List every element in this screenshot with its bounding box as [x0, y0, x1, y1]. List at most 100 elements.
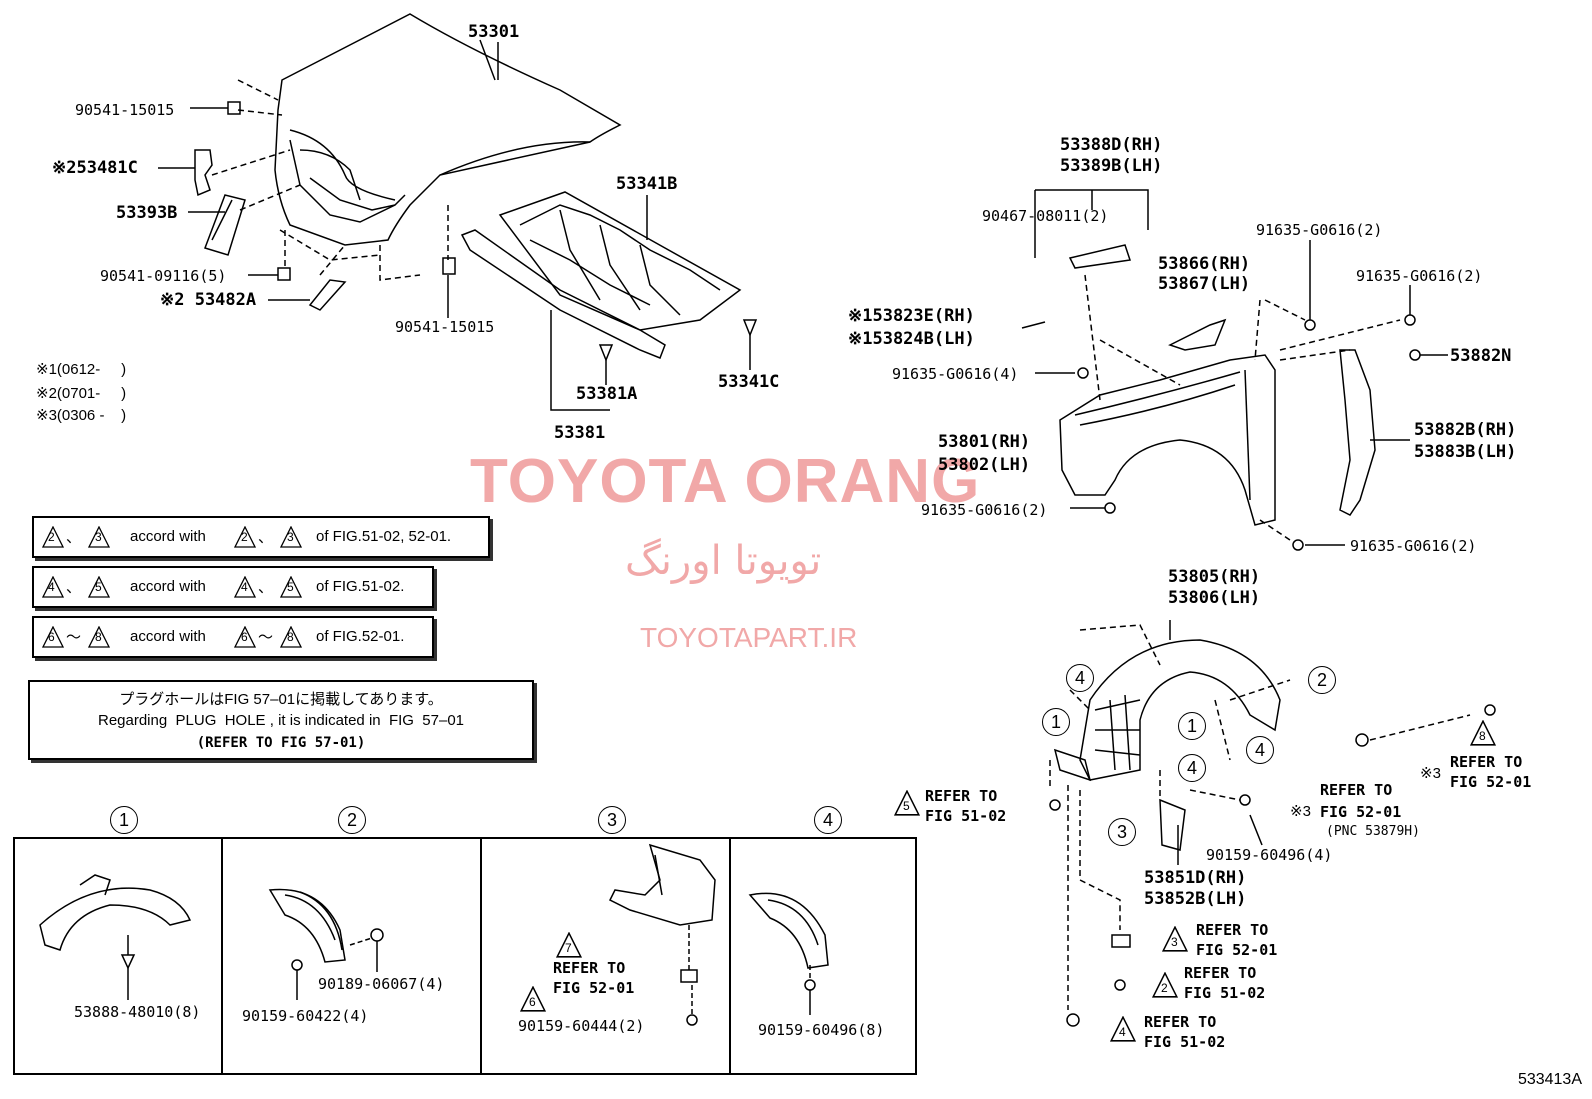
part-53852b[interactable]: 53852B(LH): [1144, 889, 1247, 909]
part-53882b[interactable]: 53882B(RH): [1414, 420, 1517, 440]
triangle-icon: [556, 932, 582, 958]
refer-r8-l2[interactable]: FIG 52-01: [1450, 773, 1532, 791]
part-53882n[interactable]: 53882N: [1450, 346, 1512, 366]
accord-tail: of FIG.51-02, 52-01.: [316, 528, 452, 545]
circle-marker-3: 3: [1108, 818, 1136, 846]
circle-marker-1b: 1: [1178, 712, 1206, 740]
part-53824b[interactable]: ※153824B(LH): [848, 329, 975, 349]
part-53301[interactable]: 53301: [468, 22, 520, 42]
part-90159-60422[interactable]: 90159-60422(4): [242, 1007, 369, 1025]
tri-label: 5: [95, 580, 102, 594]
part-53341c[interactable]: 53341C: [718, 372, 780, 392]
plug-note-ref[interactable]: (REFER TO FIG 57-01): [196, 735, 366, 751]
detail-header-1: 1: [110, 806, 138, 834]
refer-r8-l1[interactable]: REFER TO: [1450, 753, 1523, 771]
part-53866[interactable]: 53866(RH): [1158, 254, 1251, 274]
insulator-drawing: [498, 191, 742, 331]
part-53883b[interactable]: 53883B(LH): [1414, 442, 1517, 462]
part-53393b[interactable]: 53393B: [116, 203, 178, 223]
triangle-icon: [280, 576, 302, 598]
detail-header-2: 2: [338, 806, 366, 834]
refer-r3-l1[interactable]: REFER TO: [1196, 921, 1269, 939]
accord-tail: of FIG.51-02.: [316, 578, 405, 595]
circle-marker-4: 4: [1066, 664, 1094, 692]
part-90189-06067[interactable]: 90189-06067(4): [318, 975, 445, 993]
refer-pnc-l2[interactable]: FIG 52-01: [1320, 803, 1402, 821]
part-53381a[interactable]: 53381A: [576, 384, 638, 404]
tri-label: 8: [287, 630, 294, 644]
refer-pnc-l1[interactable]: REFER TO: [1320, 781, 1393, 799]
refer-r4-l1[interactable]: REFER TO: [1144, 1013, 1217, 1031]
triangle-icon: [280, 626, 302, 648]
circle-marker-4b: 4: [1246, 736, 1274, 764]
triangle-icon: [42, 626, 64, 648]
refer-r7-l2[interactable]: FIG 52-01: [553, 979, 635, 997]
part-90541-15015-b[interactable]: 90541-15015: [395, 318, 495, 336]
tri-label: 8: [95, 630, 102, 644]
triangle-icon: [88, 526, 110, 548]
tri-label: 8: [1479, 729, 1486, 743]
refer-r2-l2[interactable]: FIG 51-02: [1184, 984, 1266, 1002]
liner-drawing: [1079, 639, 1281, 781]
part-90467-08011[interactable]: 90467-08011(2): [982, 207, 1109, 225]
tri-label: 7: [565, 941, 572, 955]
part-53823e[interactable]: ※153823E(RH): [848, 306, 975, 326]
triangle-icon: [1162, 926, 1188, 952]
date-note-3: ※3(0306 - ): [36, 407, 127, 424]
triangle-icon: [894, 790, 920, 816]
part-90159-60496-b[interactable]: 90159-60496(8): [758, 1021, 885, 1039]
accord-tail: of FIG.52-01.: [316, 628, 405, 645]
fender-drawing: [1059, 354, 1276, 526]
part-53867[interactable]: 53867(LH): [1158, 274, 1251, 294]
tri-label: 3: [95, 530, 102, 544]
part-91635-g0616-e[interactable]: 91635-G0616(2): [1350, 537, 1477, 555]
part-53801[interactable]: 53801(RH): [938, 432, 1031, 452]
part-90541-15015-a[interactable]: 90541-15015: [75, 101, 175, 119]
tri-label: 2: [1161, 981, 1168, 995]
accord-text: accord with: [130, 578, 206, 595]
tri-label: 6: [529, 995, 536, 1009]
triangle-icon: [520, 986, 546, 1012]
part-53802[interactable]: 53802(LH): [938, 455, 1031, 475]
part-53806[interactable]: 53806(LH): [1168, 588, 1261, 608]
part-53851d[interactable]: 53851D(RH): [1144, 868, 1247, 888]
refer-r4-l2[interactable]: FIG 51-02: [1144, 1033, 1226, 1051]
triangle-icon: [234, 626, 256, 648]
triangle-icon: [1152, 972, 1178, 998]
part-53381[interactable]: 53381: [554, 423, 606, 443]
refer-pnc-mark: ※3: [1290, 803, 1311, 820]
triangle-icon: [234, 526, 256, 548]
part-53482a[interactable]: ※2 53482A: [160, 290, 257, 310]
accord-box-3: 6 ～ 8 accord with 6 ～ 8 of FIG.52-01.: [32, 616, 434, 658]
refer-r5-l1[interactable]: REFER TO: [925, 787, 998, 805]
part-53805[interactable]: 53805(RH): [1168, 567, 1261, 587]
hood-drawing: [274, 13, 622, 246]
part-91635-g0616-b[interactable]: 91635-G0616(2): [1356, 267, 1483, 285]
separator: 、: [258, 579, 274, 596]
refer-r7-l1[interactable]: REFER TO: [553, 959, 626, 977]
circle-marker-4c: 4: [1178, 754, 1206, 782]
triangle-icon: [1470, 720, 1496, 746]
part-53341b[interactable]: 53341B: [616, 174, 678, 194]
part-91635-g0616-d[interactable]: 91635-G0616(2): [921, 501, 1048, 519]
refer-r5-l2[interactable]: FIG 51-02: [925, 807, 1007, 825]
part-91635-g0616-a[interactable]: 91635-G0616(2): [1256, 221, 1383, 239]
accord-box-1: 2 、 3 accord with 2 、 3 of FIG.51-02, 52…: [32, 516, 490, 558]
tri-label: 2: [48, 530, 55, 544]
part-53389b[interactable]: 53389B(LH): [1060, 156, 1163, 176]
part-91635-g0616-c[interactable]: 91635-G0616(4): [892, 365, 1019, 383]
part-53388d[interactable]: 53388D(RH): [1060, 135, 1163, 155]
part-90159-60444[interactable]: 90159-60444(2): [518, 1017, 645, 1035]
accord-text: accord with: [130, 628, 206, 645]
refer-r3-l2[interactable]: FIG 52-01: [1196, 941, 1278, 959]
part-53888-48010[interactable]: 53888-48010(8): [74, 1003, 201, 1021]
refer-r8-mark: ※3: [1420, 765, 1441, 782]
part-90541-09116[interactable]: 90541-09116(5): [100, 267, 227, 285]
figure-code: 533413A: [1517, 1071, 1582, 1088]
tri-label: 3: [1171, 935, 1178, 949]
detail-header-3: 3: [598, 806, 626, 834]
refer-r2-l1[interactable]: REFER TO: [1184, 964, 1257, 982]
part-53481c[interactable]: ※253481C: [52, 158, 138, 178]
part-90159-60496-a[interactable]: 90159-60496(4): [1206, 846, 1333, 864]
